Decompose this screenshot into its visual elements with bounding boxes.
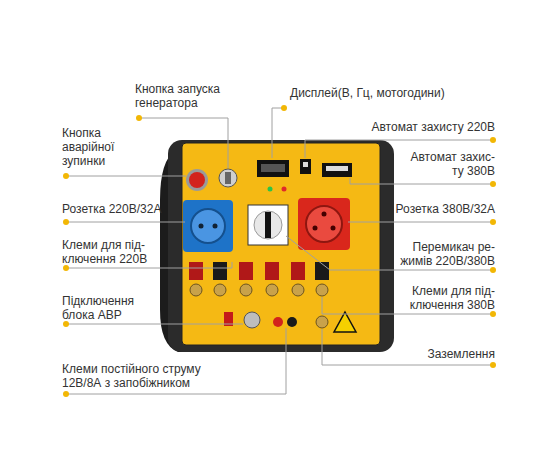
callout-label: Заземлення bbox=[427, 347, 495, 361]
callout-label: Клеми для під- ключення 380В bbox=[399, 284, 495, 312]
terminal-post bbox=[266, 284, 278, 296]
leader-dot bbox=[490, 181, 496, 187]
callout-label: Автомат захисту 220В bbox=[371, 120, 495, 134]
leader-dot bbox=[281, 105, 287, 111]
socket-380 bbox=[298, 198, 350, 250]
leader-dot bbox=[63, 391, 69, 397]
leader-line bbox=[272, 108, 284, 158]
emergency-ring bbox=[186, 169, 208, 191]
breaker-toggle bbox=[303, 162, 308, 167]
socket-hole bbox=[322, 212, 327, 217]
socket-hole bbox=[313, 226, 318, 231]
terminal-post bbox=[214, 284, 226, 296]
terminal bbox=[213, 262, 227, 280]
frame-housing bbox=[168, 140, 394, 352]
mode-switch bbox=[248, 205, 288, 245]
leader-dot bbox=[490, 362, 496, 368]
start-key bbox=[219, 169, 237, 187]
callout-label: Кнопка запуска генератора bbox=[135, 82, 235, 110]
leader-line bbox=[139, 118, 228, 168]
callout-label: Кнопка аварійної зупинки bbox=[62, 126, 137, 168]
socket-hole bbox=[331, 226, 336, 231]
socket-face bbox=[191, 209, 225, 243]
leader-line bbox=[350, 178, 493, 184]
leader-dots bbox=[63, 105, 496, 397]
dc-terminal bbox=[287, 317, 297, 327]
display-glass bbox=[261, 164, 285, 172]
breaker-380 bbox=[322, 163, 352, 177]
callout-label: Перемикач ре- жимів 220В/380В bbox=[389, 240, 495, 268]
dc-terminal bbox=[273, 317, 283, 327]
terminal bbox=[189, 262, 203, 280]
led-green bbox=[268, 187, 273, 192]
socket-face bbox=[306, 206, 342, 242]
ground-screw bbox=[316, 316, 328, 328]
sockets bbox=[183, 198, 350, 252]
terminals bbox=[189, 262, 329, 296]
terminal bbox=[239, 262, 253, 280]
breaker-220 bbox=[300, 159, 311, 174]
socket-hole bbox=[213, 224, 218, 229]
leader-dot bbox=[63, 173, 69, 179]
switch-dial bbox=[254, 211, 282, 239]
callout-label: Клеми для під- ключення 220В bbox=[62, 238, 158, 266]
generator-frame bbox=[160, 140, 394, 352]
callout-label: Клеми постійного струму 12В/8А з запобіж… bbox=[62, 362, 230, 390]
leader-line bbox=[66, 222, 185, 223]
leader-dot bbox=[136, 115, 142, 121]
leader-dot bbox=[490, 219, 496, 225]
terminal-post bbox=[190, 284, 202, 296]
callout-label: Дисплей(В, Гц, мотогодини) bbox=[290, 86, 445, 100]
warning-triangle bbox=[334, 312, 356, 332]
avr-connector bbox=[244, 312, 260, 328]
leader-line bbox=[348, 222, 493, 223]
terminal-post bbox=[292, 284, 304, 296]
leader-line bbox=[66, 324, 243, 325]
control-face bbox=[182, 143, 380, 345]
key-slot bbox=[225, 172, 231, 184]
emergency-button bbox=[189, 172, 205, 188]
terminal bbox=[265, 262, 279, 280]
switch-knob bbox=[265, 212, 271, 238]
leader-dot bbox=[490, 137, 496, 143]
callout-label: Підключення блока АВР bbox=[62, 294, 152, 322]
display-screen bbox=[257, 160, 289, 177]
leader-line bbox=[66, 176, 186, 177]
callout-label: Розетка 380В/32А bbox=[396, 202, 495, 216]
controls-top bbox=[186, 159, 352, 192]
controls-bottom bbox=[224, 312, 356, 332]
terminal bbox=[291, 262, 305, 280]
callout-label: Розетка 220В/32А bbox=[62, 202, 161, 216]
led-red bbox=[282, 187, 287, 192]
callout-label: Автомат захис- ту 380В bbox=[397, 150, 495, 178]
breaker-toggle bbox=[326, 166, 348, 171]
leader-dot bbox=[63, 219, 69, 225]
terminal-post bbox=[316, 284, 328, 296]
terminal-post bbox=[240, 284, 252, 296]
socket-hole bbox=[199, 224, 204, 229]
terminal bbox=[315, 262, 329, 280]
socket-220 bbox=[183, 200, 233, 252]
